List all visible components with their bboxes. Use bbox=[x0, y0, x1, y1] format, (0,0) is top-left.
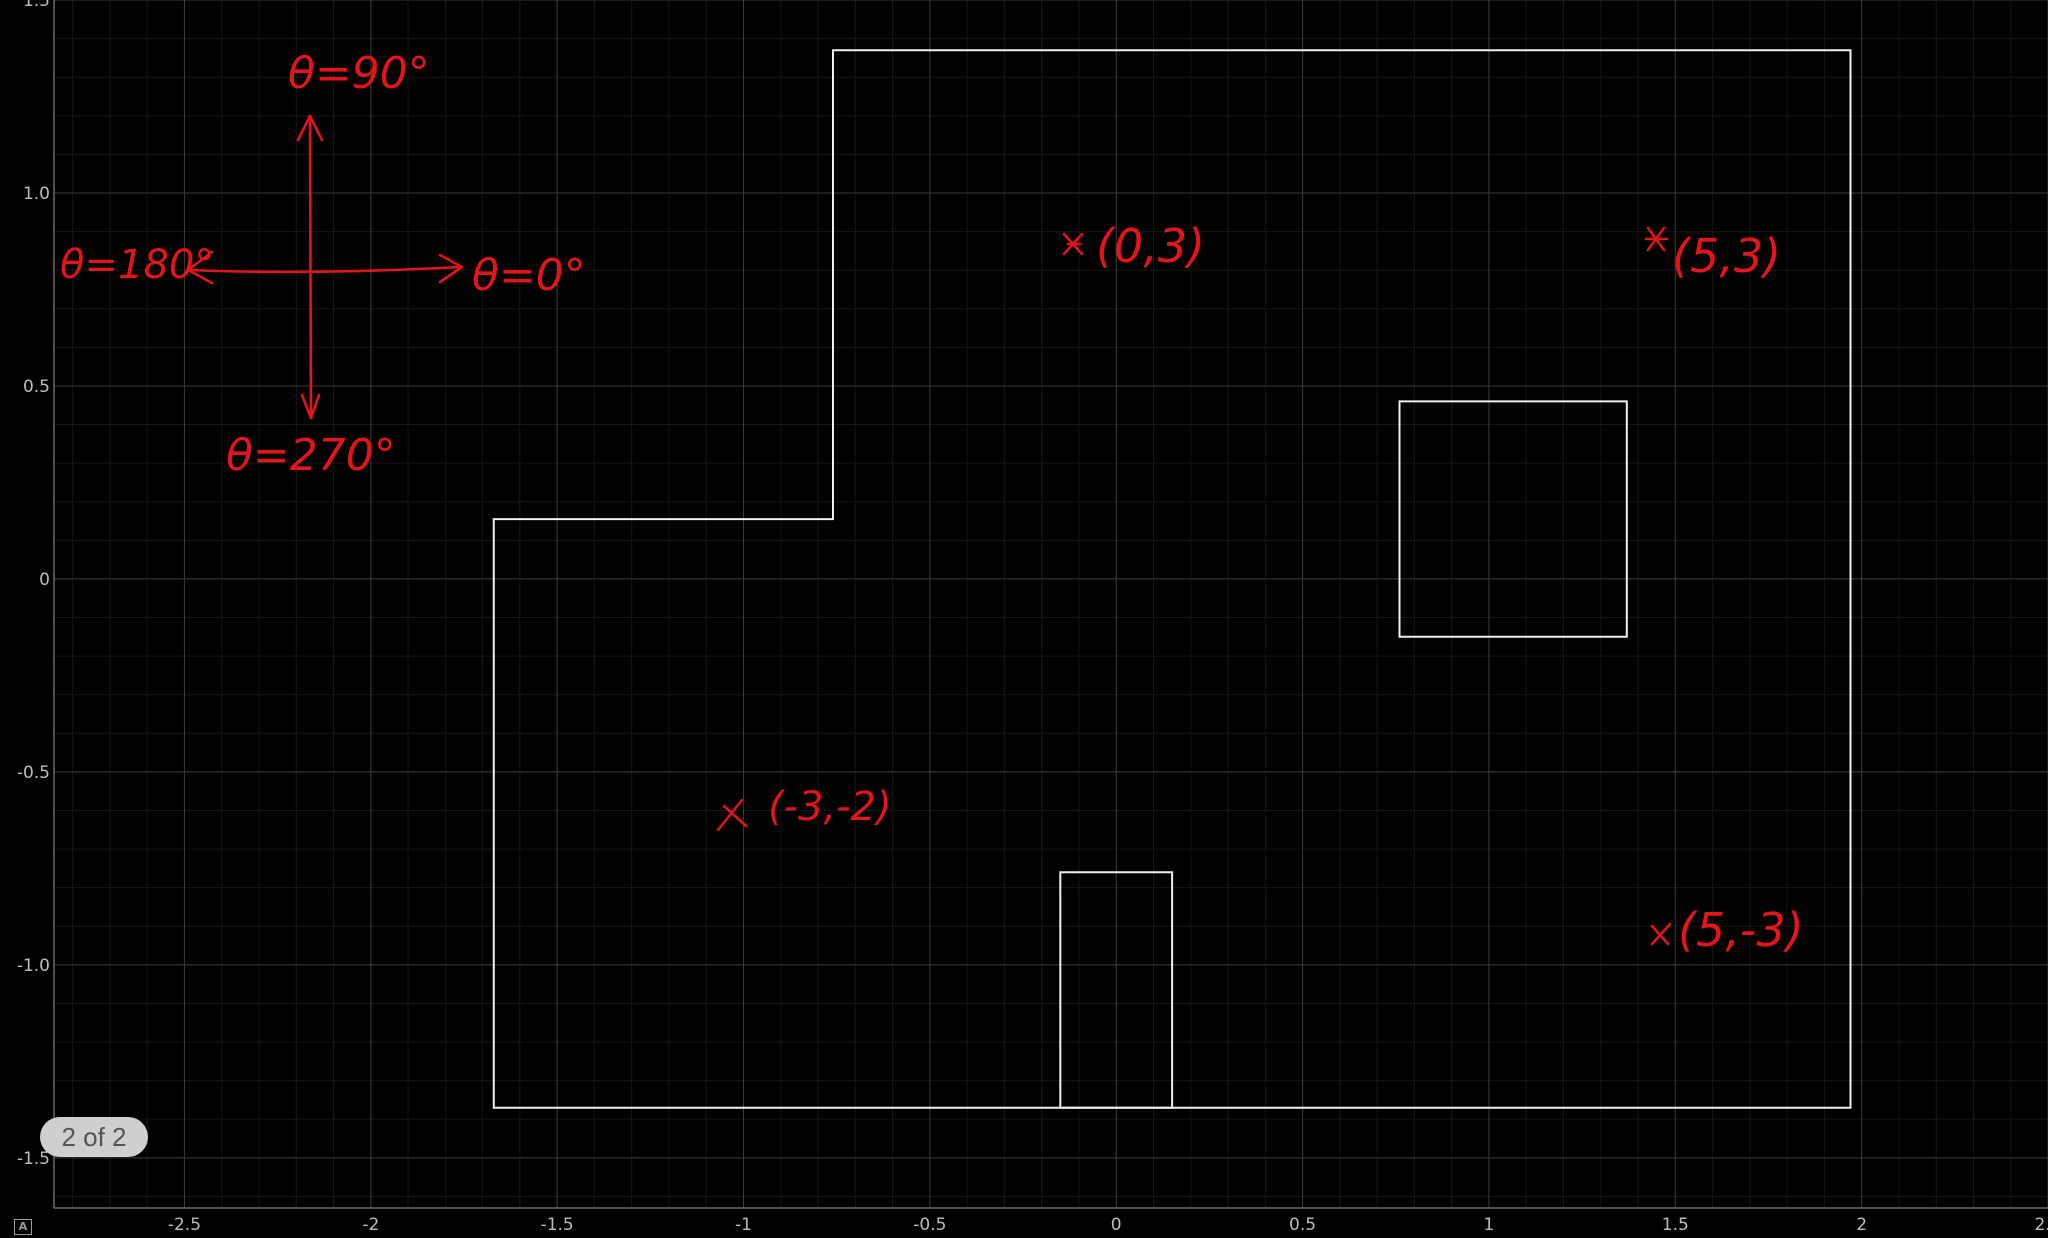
arrow-down-icon bbox=[300, 393, 321, 420]
arrow-right-icon bbox=[438, 253, 464, 284]
marker-point-5-3 bbox=[1644, 226, 1669, 252]
y-tick-label: 1.5 bbox=[23, 0, 50, 11]
compass-vertical-axis bbox=[308, 116, 313, 420]
shapes-layer bbox=[492, 49, 1852, 1109]
x-tick-labels: -2.5 -2 -1.5 -1 -0.5 0 0.5 1 1.5 2 2.5 bbox=[168, 1215, 2048, 1235]
y-tick-label: 0 bbox=[39, 570, 50, 590]
y-tick-labels: 1.5 1.0 0.5 0 -0.5 -1.0 -1.5 bbox=[17, 0, 50, 1169]
arrow-left-icon bbox=[186, 250, 214, 285]
x-tick-label: 0.5 bbox=[1289, 1215, 1316, 1235]
x-tick-label: -1.5 bbox=[541, 1215, 574, 1235]
y-tick-label: 1.0 bbox=[23, 184, 50, 204]
y-tick-label: -1.0 bbox=[17, 956, 50, 976]
x-tick-label: -1 bbox=[735, 1215, 752, 1235]
marker-point-m3-m2 bbox=[716, 798, 748, 832]
label-theta-90: θ=90° bbox=[288, 48, 430, 99]
text-annotation-icon[interactable]: A bbox=[14, 1219, 32, 1235]
marker-point-5-m3 bbox=[1650, 922, 1672, 946]
small-obstacle bbox=[1059, 871, 1174, 1109]
square-obstacle bbox=[1398, 400, 1628, 638]
label-theta-270: θ=270° bbox=[226, 430, 396, 481]
y-tick-label: -1.5 bbox=[17, 1149, 50, 1169]
axes-frame bbox=[53, 0, 2048, 1209]
x-tick-label: -0.5 bbox=[913, 1215, 946, 1235]
minor-grid bbox=[54, 0, 2048, 1208]
boundary bbox=[492, 49, 1852, 1109]
handwritten-annotations: θ=90° θ=180° θ=0° θ=270° (0,3) (5,3) (-3… bbox=[60, 48, 1804, 957]
x-tick-label: 2 bbox=[1856, 1215, 1867, 1235]
x-tick-label: 0 bbox=[1111, 1215, 1122, 1235]
x-tick-label: -2 bbox=[362, 1215, 379, 1235]
x-tick-label: 1.5 bbox=[1662, 1215, 1689, 1235]
label-point-5-3: (5,3) bbox=[1672, 229, 1781, 283]
label-theta-180: θ=180° bbox=[60, 242, 214, 288]
page-indicator-badge[interactable]: 2 of 2 bbox=[40, 1117, 148, 1157]
x-tick-label: -2.5 bbox=[168, 1215, 201, 1235]
x-tick-label: 1 bbox=[1484, 1215, 1495, 1235]
marker-point-0-3 bbox=[1062, 232, 1084, 256]
y-tick-label: 0.5 bbox=[23, 377, 50, 397]
label-theta-0: θ=0° bbox=[472, 250, 586, 301]
y-tick-label: -0.5 bbox=[17, 763, 50, 783]
arrow-up-icon bbox=[296, 114, 324, 142]
label-point-0-3: (0,3) bbox=[1096, 219, 1205, 273]
major-grid bbox=[54, 0, 2048, 1208]
label-point-5-m3: (5,-3) bbox=[1678, 903, 1804, 957]
label-point-m3-m2: (-3,-2) bbox=[768, 784, 892, 830]
compass-horizontal-axis bbox=[188, 265, 462, 274]
x-tick-label: 2.5 bbox=[2034, 1215, 2048, 1235]
